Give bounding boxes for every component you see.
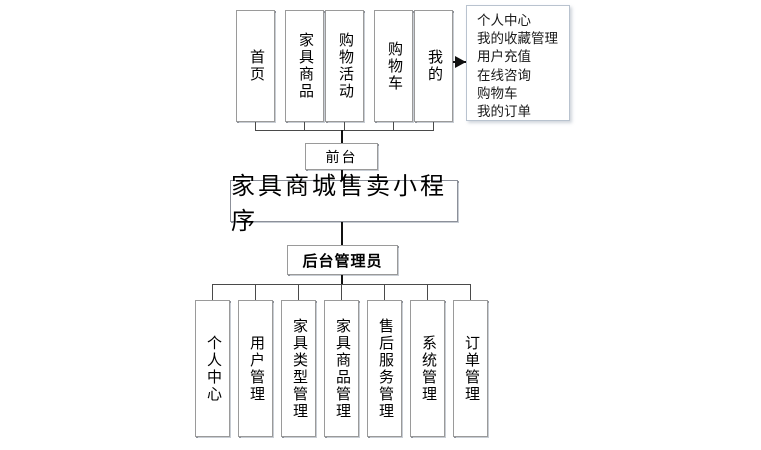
my-popup-panel: 个人中心 我的收藏管理 用户充值 在线咨询 购物车 我的订单	[466, 5, 570, 121]
admin-module-box-6[interactable]: 订单管理	[453, 300, 488, 437]
system-title-box: 家具商城售卖小程序	[230, 174, 458, 235]
my-popup-item-2[interactable]: 用户充值	[477, 49, 531, 65]
front-end-label: 前台	[325, 148, 358, 165]
my-popup-item-5[interactable]: 我的订单	[477, 104, 531, 120]
connector-admin-stub-6	[470, 284, 471, 300]
connector-title-to-admin	[341, 222, 343, 246]
front-module-label-1: 家具商品	[297, 32, 313, 100]
admin-module-label-2: 家具类型管理	[291, 317, 307, 420]
connector-front-bus	[255, 130, 434, 131]
front-module-box-4[interactable]: 我的	[414, 10, 453, 122]
admin-module-box-2[interactable]: 家具类型管理	[281, 300, 316, 437]
admin-module-box-1[interactable]: 用户管理	[238, 300, 273, 437]
front-module-box-2[interactable]: 购物活动	[325, 10, 364, 122]
front-module-box-3[interactable]: 购物车	[374, 10, 413, 122]
admin-module-label-5: 系统管理	[420, 334, 436, 403]
admin-module-box-0[interactable]: 个人中心	[195, 300, 230, 437]
connector-admin-stub-5	[427, 284, 428, 300]
my-popup-item-3[interactable]: 在线咨询	[477, 67, 531, 83]
my-popup-item-0[interactable]: 个人中心	[477, 13, 531, 28]
admin-module-label-3: 家具商品管理	[334, 317, 350, 420]
admin-module-label-4: 售后服务管理	[377, 317, 393, 420]
connector-front-stub-0	[255, 122, 256, 131]
front-module-box-1[interactable]: 家具商品	[285, 10, 324, 122]
front-module-label-4: 我的	[426, 49, 442, 83]
connector-admin-stub-3	[341, 284, 342, 300]
connector-front-stub-4	[433, 122, 434, 131]
my-popup-arrow-head	[455, 56, 466, 68]
connector-front-trunk	[341, 130, 343, 144]
connector-admin-stub-4	[384, 284, 385, 300]
admin-label: 后台管理员	[302, 252, 383, 270]
connector-admin-trunk	[341, 275, 343, 285]
front-module-label-3: 购物车	[386, 40, 402, 92]
front-module-label-2: 购物活动	[337, 32, 353, 100]
connector-front-stub-2	[344, 122, 345, 131]
admin-module-label-6: 订单管理	[463, 334, 479, 403]
admin-module-box-3[interactable]: 家具商品管理	[324, 300, 359, 437]
my-popup-item-1[interactable]: 我的收藏管理	[477, 31, 558, 47]
admin-module-box-4[interactable]: 售后服务管理	[367, 300, 402, 437]
front-end-box[interactable]: 前台	[305, 143, 378, 170]
connector-admin-stub-0	[212, 284, 213, 300]
connector-front-stub-1	[304, 122, 305, 131]
connector-front-stub-3	[393, 122, 394, 131]
front-module-label-0: 首页	[248, 49, 264, 83]
admin-box[interactable]: 后台管理员	[287, 245, 398, 275]
admin-module-box-5[interactable]: 系统管理	[410, 300, 445, 437]
connector-front-to-title	[341, 170, 343, 181]
my-popup-item-4[interactable]: 购物车	[477, 85, 518, 101]
connector-admin-stub-2	[298, 284, 299, 300]
admin-module-label-0: 个人中心	[205, 334, 221, 403]
page-title: 家具商城售卖小程序	[231, 174, 447, 235]
connector-admin-stub-1	[255, 284, 256, 300]
admin-module-label-1: 用户管理	[248, 334, 264, 403]
front-module-box-0[interactable]: 首页	[236, 10, 275, 122]
